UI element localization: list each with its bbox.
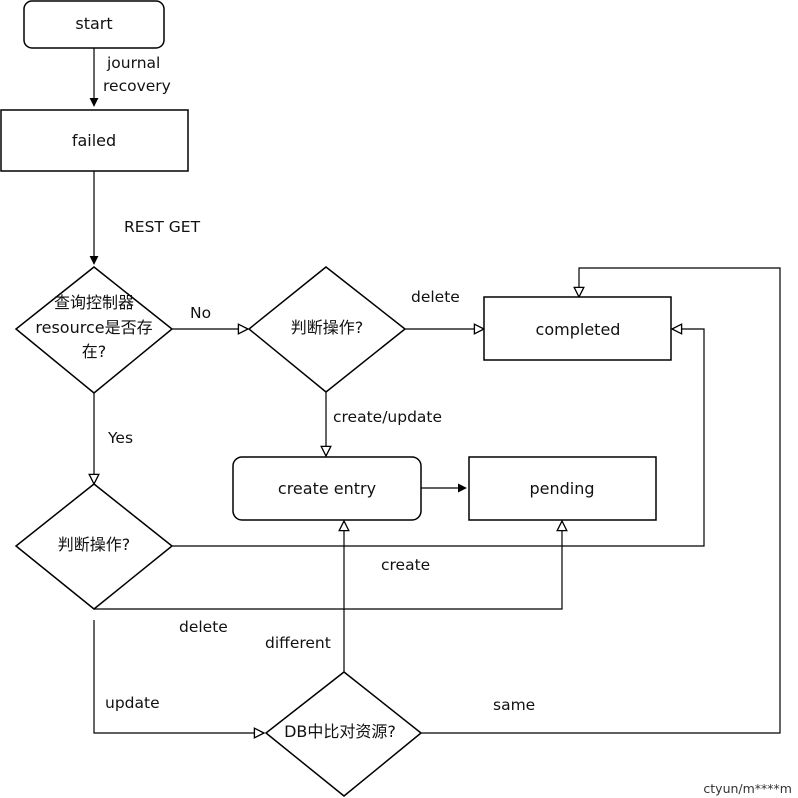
rest-get-label: REST GET (124, 218, 201, 236)
check-resource-label-line-1: 查询控制器 (54, 293, 134, 312)
journal-label: journal (106, 54, 160, 72)
node-failed (0, 109, 189, 172)
node-check-resource (14, 266, 174, 394)
edge-create-to-completed (172, 329, 705, 547)
different-label: different (265, 634, 331, 652)
edge-same-to-completed (421, 267, 781, 734)
create-label: create (381, 556, 430, 574)
watermark: ctyun/m****m (703, 781, 792, 796)
yes-label: Yes (107, 429, 133, 447)
edge-delete-to-pending (94, 521, 562, 610)
create-entry-label: create entry (278, 479, 376, 498)
node-judge-op-top (247, 266, 407, 393)
same-label: same (493, 696, 535, 714)
node-db-compare (264, 671, 423, 797)
create-update-label: create/update (333, 408, 442, 426)
delete-left-label: delete (179, 618, 228, 636)
node-pending (468, 456, 657, 521)
completed-label: completed (536, 320, 621, 339)
judge-op-left-label: 判断操作? (58, 535, 131, 554)
node-create-entry (232, 456, 422, 521)
node-completed (483, 296, 672, 361)
check-resource-label-line-3: 在? (82, 342, 107, 361)
start-label: start (75, 14, 112, 33)
update-label: update (105, 694, 160, 712)
no-label: No (190, 304, 211, 322)
node-judge-op-left (14, 483, 174, 610)
db-compare-label: DB中比对资源? (284, 722, 396, 741)
node-start (23, 0, 165, 49)
recovery-label: recovery (103, 77, 171, 95)
judge-op-top-label: 判断操作? (291, 318, 364, 337)
edge-update-to-db-compare (93, 620, 264, 733)
check-resource-label-line-2: resource是否存 (35, 318, 152, 337)
pending-label: pending (529, 479, 594, 498)
delete-top-label: delete (411, 288, 460, 306)
failed-label: failed (72, 131, 116, 150)
